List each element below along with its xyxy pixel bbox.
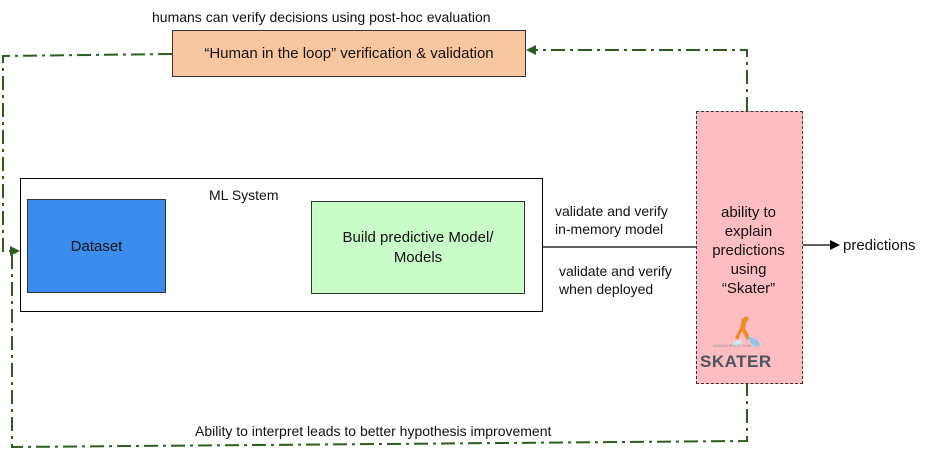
model-label-line1: Build predictive Model/: [342, 228, 494, 246]
validate-deployed-label: validate and verify when deployed: [559, 262, 672, 298]
skater-line: ability to: [720, 204, 777, 221]
feedback-line-top-left: [2, 53, 173, 256]
human-in-the-loop-box: “Human in the loop” verification & valid…: [172, 30, 526, 77]
dataset-label: Dataset: [70, 237, 123, 255]
skater-line: using: [730, 261, 767, 278]
validate-deployed-line1: validate and verify: [559, 263, 672, 279]
feedback-line-top-right: [526, 45, 748, 111]
human-in-the-loop-label: “Human in the loop” verification & valid…: [204, 45, 494, 62]
validate-deployed-line2: when deployed: [559, 281, 654, 297]
feedback-line-bottom: [11, 252, 748, 449]
skater-line: predictions: [712, 242, 785, 259]
model-label-line2: Models: [393, 248, 443, 266]
validate-memory-label: validate and verify in-memory model: [555, 202, 668, 238]
skater-line: “Skater”: [721, 280, 776, 297]
ml-system-title: ML System: [209, 187, 279, 203]
validate-memory-line2: in-memory model: [555, 221, 664, 237]
skater-figure-icon: [733, 316, 760, 347]
skater-line: explain: [724, 223, 773, 240]
predictions-label: predictions: [843, 237, 916, 254]
skater-logo: DATASCIENCE.COM SKATER: [700, 316, 772, 374]
skater-description: ability to explain predictions using “Sk…: [696, 203, 801, 298]
skater-logo-small-text: DATASCIENCE.COM: [713, 343, 752, 348]
top-caption: humans can verify decisions using post-h…: [152, 9, 491, 25]
dataset-box: Dataset: [27, 199, 166, 293]
model-box: Build predictive Model/ Models: [311, 201, 525, 294]
skater-logo-word: SKATER: [700, 352, 772, 371]
bottom-caption: Ability to interpret leads to better hyp…: [195, 423, 552, 439]
validate-memory-line1: validate and verify: [555, 203, 668, 219]
